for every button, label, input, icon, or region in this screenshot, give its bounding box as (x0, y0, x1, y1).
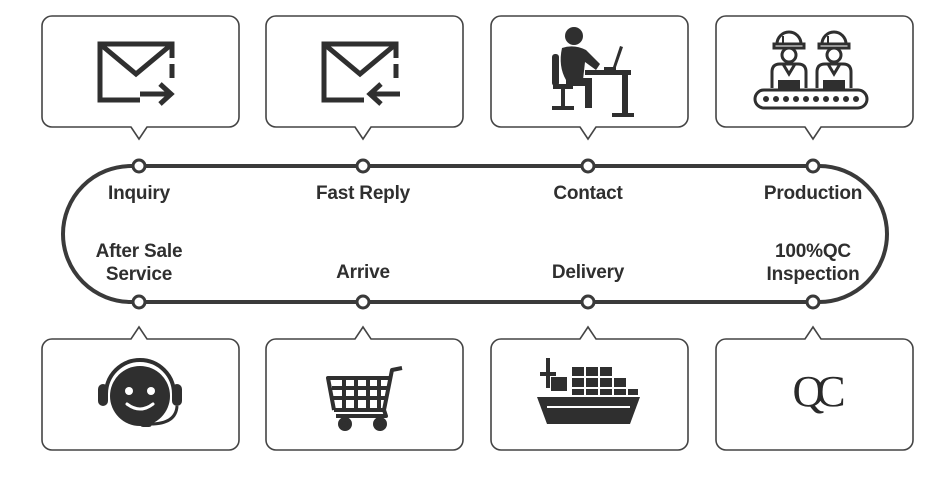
step-label-contact-text: Contact (553, 183, 623, 204)
mail-reply-icon (321, 41, 400, 106)
node-inquiry (131, 158, 147, 174)
step-label-delivery: Delivery (508, 261, 668, 284)
node-contact (580, 158, 596, 174)
step-label-contact: Contact (508, 182, 668, 205)
headset-support-icon (98, 358, 182, 427)
step-label-fast-reply: Fast Reply (283, 182, 443, 205)
step-label-inquiry-text: Inquiry (108, 183, 170, 204)
node-qc (805, 294, 821, 310)
callout-box-delivery (490, 325, 689, 451)
callout-box-production (715, 15, 914, 141)
step-label-qc-line2: Inspection (766, 264, 860, 285)
process-track (61, 164, 889, 304)
step-label-after-sale: After Sale Service (59, 240, 219, 286)
step-label-production: Production (733, 182, 893, 205)
mail-send-icon (97, 41, 175, 106)
node-delivery (580, 294, 596, 310)
shopping-cart-icon (326, 366, 403, 431)
node-arrive (355, 294, 371, 310)
callout-box-inquiry (41, 15, 240, 141)
node-after-sale (131, 294, 147, 310)
step-label-after-sale-line2: Service (105, 264, 173, 285)
step-label-delivery-text: Delivery (551, 262, 625, 283)
step-label-arrive: Arrive (283, 261, 443, 284)
workers-conveyor-icon (753, 30, 869, 110)
callout-box-fast-reply (265, 15, 464, 141)
node-fast-reply (355, 158, 371, 174)
step-label-inquiry: Inquiry (59, 182, 219, 205)
node-production (805, 158, 821, 174)
step-label-production-text: Production (763, 183, 863, 204)
step-label-qc: 100%QC Inspection (733, 240, 893, 286)
step-label-arrive-text: Arrive (336, 262, 390, 283)
person-at-computer-icon (552, 27, 634, 117)
qc-icon: QC (792, 367, 845, 416)
step-label-after-sale-line1: After Sale (95, 241, 183, 262)
cargo-ship-icon (537, 358, 640, 424)
callout-box-contact (490, 15, 689, 141)
step-label-fast-reply-text: Fast Reply (315, 183, 411, 204)
callout-box-qc (715, 325, 914, 451)
step-label-qc-line1: 100%QC (775, 241, 851, 262)
